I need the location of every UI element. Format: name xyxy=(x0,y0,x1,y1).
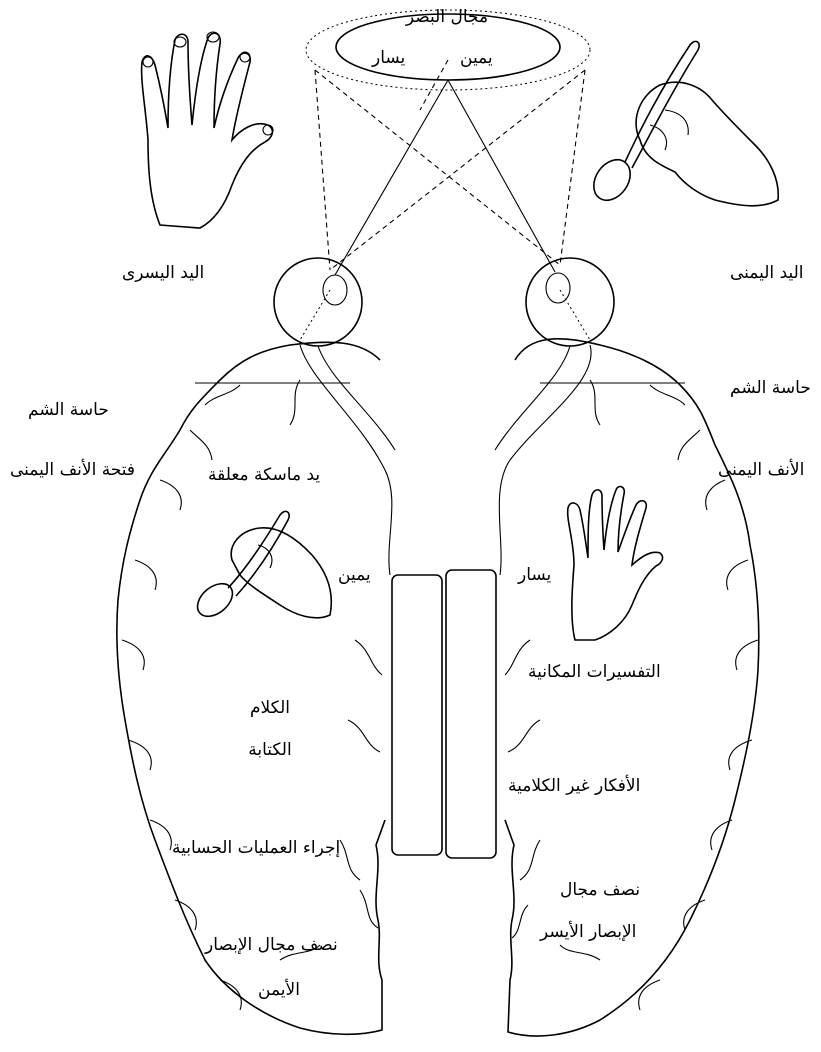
calculation-label: إجراء العمليات الحسابية xyxy=(172,838,340,858)
grasping-hand-label: يد ماسكة معلقة xyxy=(208,465,320,485)
speech-label: الكلام xyxy=(225,698,315,718)
visual-field-left-label: يسار xyxy=(372,48,405,68)
right-nostril-label: فتحة الأنف اليمنى xyxy=(10,460,135,480)
visual-field-title: مجال البصر xyxy=(372,7,522,27)
left-hemisphere-right-label: يمين xyxy=(338,565,371,585)
writing-label: الكتابة xyxy=(225,740,315,760)
left-hand-icon xyxy=(142,32,273,228)
right-visual-half-line2: الأيمن xyxy=(258,980,300,1000)
inner-left-hand-icon xyxy=(568,487,663,640)
right-hand-spoon-icon xyxy=(586,41,778,207)
grasping-hand-spoon-icon xyxy=(191,511,331,622)
left-hand-label: اليد اليسرى xyxy=(122,263,204,283)
right-smell-label: حاسة الشم xyxy=(730,378,811,398)
left-visual-half-line1: نصف مجال xyxy=(560,880,640,900)
left-visual-half-line2: الإبصار الأيسر xyxy=(540,922,636,942)
right-visual-half-line1: نصف مجال الإبصار xyxy=(205,935,338,955)
right-hand-label: اليد اليمنى xyxy=(730,263,804,283)
left-smell-label: حاسة الشم xyxy=(28,400,109,420)
right-nose-label: الأنف اليمنى xyxy=(718,460,804,480)
vision-lines xyxy=(315,60,585,275)
nonverbal-label: الأفكار غير الكلامية xyxy=(508,776,640,796)
left-eye xyxy=(274,258,362,346)
right-hemisphere-left-label: يسار xyxy=(518,565,551,585)
spatial-label: التفسيرات المكانية xyxy=(528,662,661,682)
left-hemisphere-outline xyxy=(117,342,385,1034)
optic-nerves xyxy=(300,345,591,575)
corpus-callosum xyxy=(392,570,496,858)
right-eye xyxy=(526,258,614,346)
visual-field-right-label: يمين xyxy=(460,48,493,68)
